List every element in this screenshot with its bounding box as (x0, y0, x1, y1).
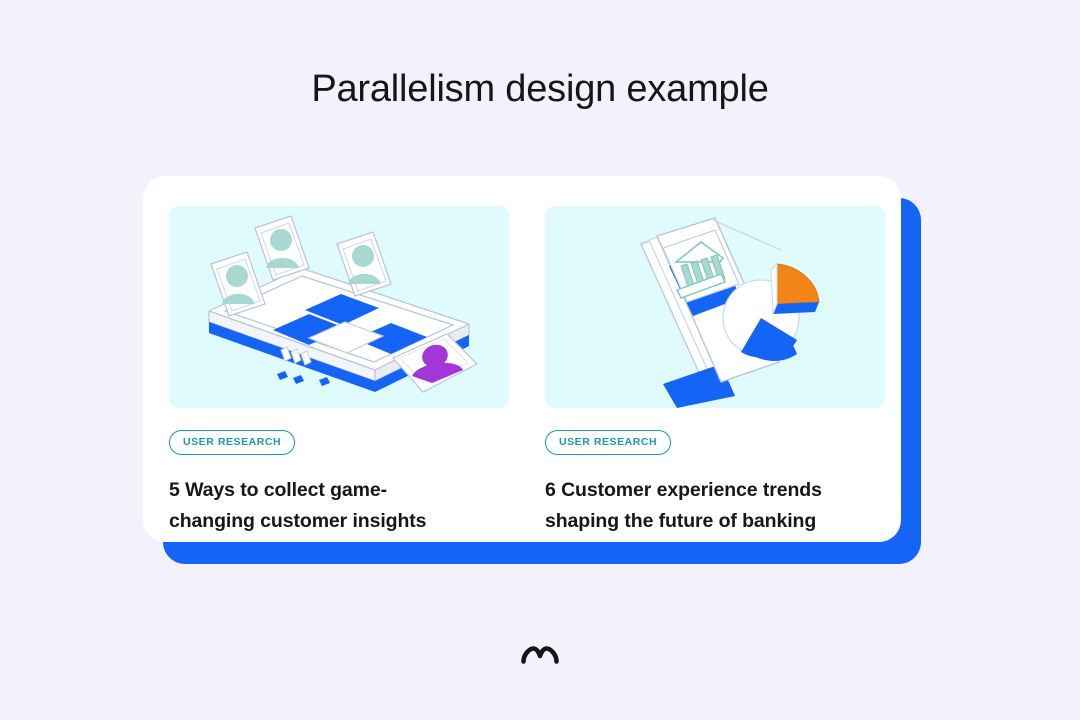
maze-logo (521, 646, 559, 664)
banking-pie-chart-illustration (640, 217, 820, 408)
article-thumbnail-2 (545, 206, 885, 408)
card-stack: USER RESEARCH 5 Ways to collect game-cha… (143, 176, 921, 564)
article-tag-2[interactable]: USER RESEARCH (545, 430, 672, 455)
user-research-avatars-illustration (208, 215, 479, 393)
article-card-2[interactable]: USER RESEARCH 6 Customer experience tren… (545, 206, 885, 542)
page-title: Parallelism design example (311, 68, 769, 110)
article-title-2[interactable]: 6 Customer experience trends shaping the… (545, 478, 822, 532)
article-list: USER RESEARCH 5 Ways to collect game-cha… (143, 176, 901, 542)
article-title-1[interactable]: 5 Ways to collect game-changing customer… (169, 478, 427, 532)
article-thumbnail-1 (169, 206, 509, 408)
article-tag-1[interactable]: USER RESEARCH (169, 430, 296, 455)
article-card-1[interactable]: USER RESEARCH 5 Ways to collect game-cha… (169, 206, 509, 542)
footer-logo-container (0, 642, 1080, 668)
